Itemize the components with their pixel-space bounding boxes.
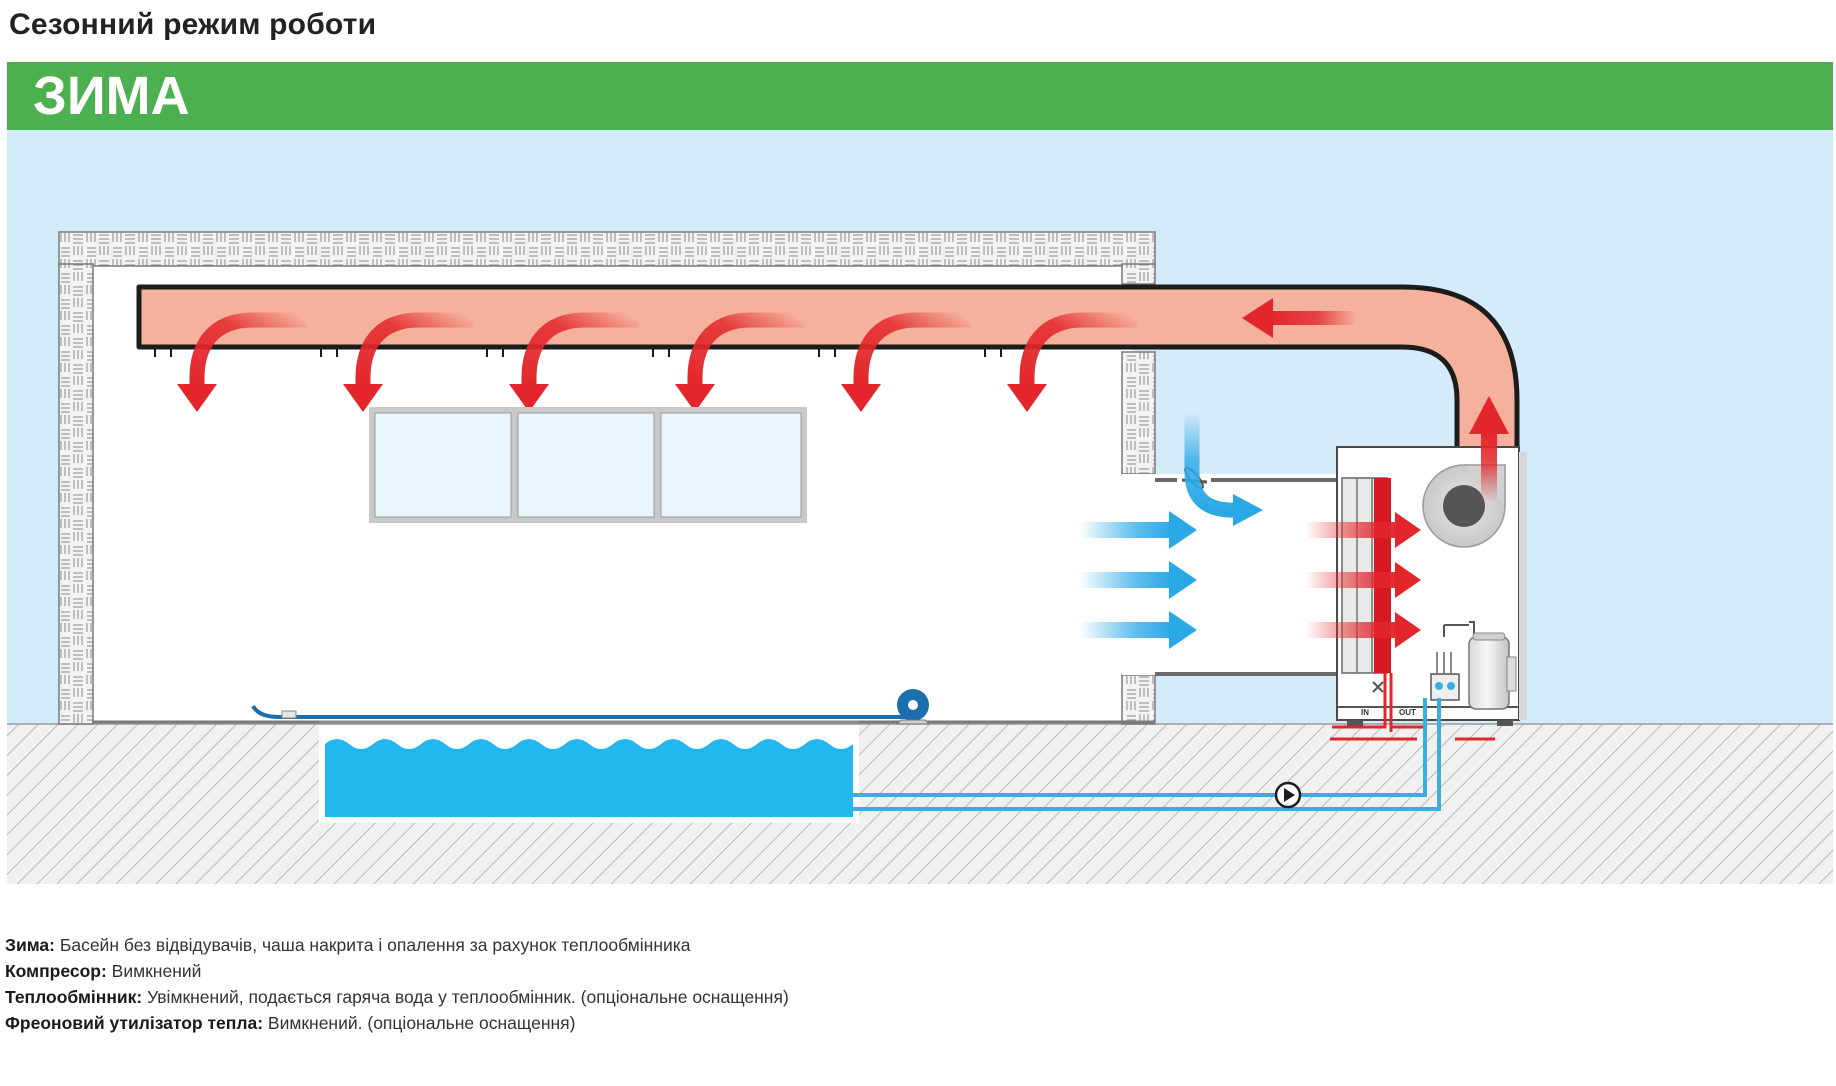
- supply-duct: [136, 284, 1520, 453]
- fresh-air-arrow: [1184, 412, 1263, 526]
- hot-water-pipes: IN OUT: [1330, 673, 1495, 741]
- legend-term: Фреоновий утилізатор тепла:: [5, 1013, 264, 1033]
- return-air-arrows: [1079, 511, 1197, 649]
- pool-water-pipes: [853, 698, 1441, 811]
- page-title: Сезонний режим роботи: [9, 8, 377, 41]
- compressor: [1443, 621, 1517, 710]
- season-banner: [7, 62, 1833, 130]
- legend-text: Басейн без відвідувачів, чаша накрита і …: [55, 935, 691, 955]
- ground: [7, 724, 1833, 884]
- legend-term: Компресор:: [5, 961, 107, 981]
- legend-term: Теплообмінник:: [5, 987, 143, 1007]
- swimming-pool: [92, 720, 1155, 823]
- season-label: ЗИМА: [33, 66, 190, 126]
- legend-text: Вимкнений. (опціональне оснащення): [263, 1013, 576, 1033]
- legend-text: Увімкнений, подається гаряча вода у тепл…: [142, 987, 789, 1007]
- legend-row-compressor: Компресор: Вимкнений: [5, 958, 1205, 984]
- valve-block: [1430, 652, 1460, 701]
- fan-exhaust-arrow: [1469, 396, 1509, 502]
- pool-cover: [251, 689, 931, 725]
- legend-row-heat-exchanger: Теплообмінник: Увімкнений, подається гар…: [5, 984, 1205, 1010]
- legend-row-freon-recuperator: Фреоновий утилізатор тепла: Вимкнений. (…: [5, 1010, 1205, 1036]
- valve-icon: [1372, 681, 1384, 693]
- seasonal-diagram: ЗИМА: [7, 62, 1833, 884]
- legend-term: Зима:: [5, 935, 55, 955]
- diagram-canvas: ЗИМА: [7, 62, 1833, 884]
- duct-flow-arrow: [1242, 298, 1357, 338]
- window: [369, 407, 807, 523]
- legend-row-winter: Зима: Басейн без відвідувачів, чаша накр…: [5, 932, 1205, 958]
- pump-icon: [1274, 781, 1302, 809]
- port-in-label: IN: [1361, 708, 1369, 717]
- heated-air-arrows: [1305, 512, 1421, 648]
- legend: Зима: Басейн без відвідувачів, чаша накр…: [5, 932, 1205, 1036]
- port-out-label: OUT: [1399, 708, 1416, 717]
- legend-text: Вимкнений: [106, 961, 202, 981]
